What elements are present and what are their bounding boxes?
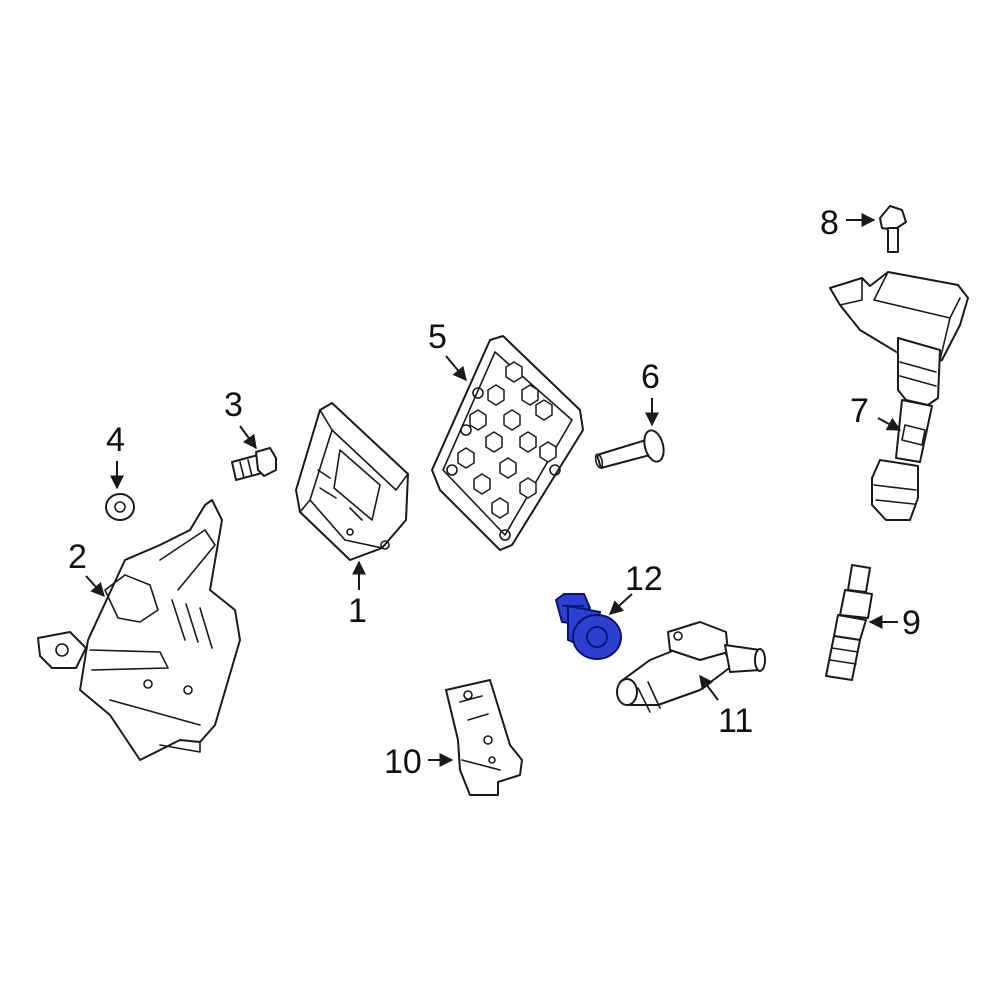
leader-5 [445, 355, 467, 382]
leader-11 [699, 674, 719, 701]
part-7-ignition-coil[interactable] [829, 271, 969, 521]
part-1-control-module[interactable] [295, 402, 409, 561]
part-3-bolt[interactable] [231, 447, 277, 481]
callout-2: 2 [68, 538, 87, 576]
callout-5: 5 [428, 318, 447, 356]
callout-10: 10 [384, 743, 422, 781]
leader-12 [608, 593, 633, 615]
leader-3 [239, 425, 257, 450]
part-6-stud[interactable] [594, 428, 667, 469]
callout-4: 4 [106, 421, 125, 459]
callout-3: 3 [224, 386, 243, 424]
part-4-washer[interactable] [105, 493, 135, 521]
callout-12: 12 [625, 560, 663, 598]
callout-9: 9 [902, 604, 921, 642]
part-11-solenoid-valve[interactable] [616, 621, 766, 713]
callout-8: 8 [820, 204, 839, 242]
callout-6: 6 [641, 358, 660, 396]
part-8-bolt[interactable] [879, 205, 907, 253]
leader-7 [877, 417, 902, 431]
part-2-bracket[interactable] [37, 499, 241, 761]
callout-labels: 1 2 3 4 5 6 7 8 9 10 11 12 [68, 204, 921, 781]
part-9-spark-plug[interactable] [825, 564, 873, 681]
callout-11: 11 [718, 702, 753, 740]
part-12-knock-sensor[interactable] [555, 593, 622, 660]
leader-2 [85, 575, 105, 598]
part-10-bracket[interactable] [445, 679, 523, 796]
callout-7: 7 [850, 392, 869, 430]
callout-1: 1 [348, 592, 367, 630]
leader-arrows [85, 213, 902, 767]
part-5-cover-plate[interactable] [431, 335, 584, 551]
